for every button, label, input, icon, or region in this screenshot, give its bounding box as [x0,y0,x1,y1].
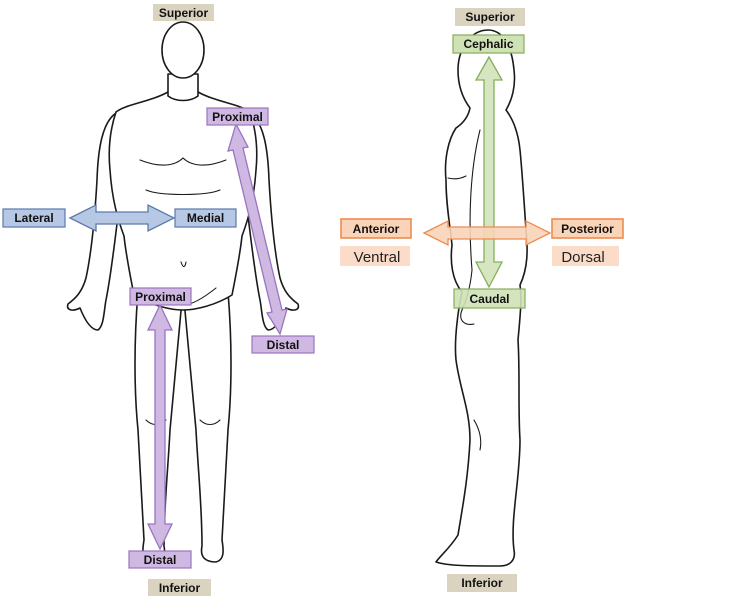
label-inferior-front: Inferior [148,579,211,596]
right-arm-outline [66,111,121,331]
label-proximal-arm: Proximal [206,107,269,126]
label-bg [128,550,192,569]
label-bg [206,107,269,126]
label-superior-side: Superior [455,8,525,26]
label-anterior: Anterior [340,218,412,239]
label-bg [2,208,66,228]
label-bg [129,287,192,306]
label-bg [340,218,412,239]
navel [180,261,187,268]
label-bg [551,218,624,239]
side-knee-line [473,419,482,451]
neck-outline [167,73,199,102]
label-bg [153,4,214,21]
label-inferior-side: Inferior [447,574,517,592]
label-distal-arm: Distal [251,335,315,354]
label-text: Superior [465,10,515,24]
abdomen-line [145,189,221,195]
label-text: Posterior [561,222,614,236]
side-hand-line [460,309,475,325]
torso-outline [108,91,258,311]
label-medial: Medial [174,208,237,228]
label-bg [148,579,211,596]
label-text: Proximal [135,290,186,304]
label-bg [552,246,619,266]
left-arm-outline [245,111,300,331]
label-text: Cephalic [463,37,513,51]
arm-proximal-distal-arrow [227,122,288,336]
label-text: Caudal [469,292,509,306]
label-text: Proximal [212,110,263,124]
arrows [68,55,552,551]
label-text: Distal [267,338,300,352]
label-proximal-leg: Proximal [129,287,192,306]
leg-proximal-distal-arrow [146,303,174,551]
label-text: Superior [159,6,209,20]
lateral-medial-arrow [68,203,176,233]
label-text: Anterior [353,222,400,236]
label-bg [447,574,517,592]
label-bg [174,208,237,228]
label-dorsal: Dorsal [552,246,619,266]
left-leg-outline [183,291,232,563]
label-text: Dorsal [561,249,604,266]
label-text: Inferior [159,581,201,595]
cephalic-caudal-arrow [474,55,504,289]
label-text: Medial [187,211,224,225]
label-distal-leg: Distal [128,550,192,569]
label-bg [452,34,525,54]
label-superior-front: Superior [153,4,214,21]
left-knee [199,419,221,426]
label-bg [340,246,410,266]
label-bg [453,288,526,309]
label-bg [455,8,525,26]
label-posterior: Posterior [551,218,624,239]
label-caudal: Caudal [453,288,526,309]
label-text: Distal [144,553,177,567]
chest-line [139,157,227,166]
label-lateral: Lateral [2,208,66,228]
head-outline [161,21,205,79]
label-text: Ventral [354,249,401,266]
label-bg [251,335,315,354]
anterior-posterior-arrow [422,219,552,247]
label-text: Lateral [14,211,53,225]
label-ventral: Ventral [340,246,410,266]
label-cephalic: Cephalic [452,34,525,54]
label-text: Inferior [461,576,503,590]
side-chest-line [447,175,467,180]
